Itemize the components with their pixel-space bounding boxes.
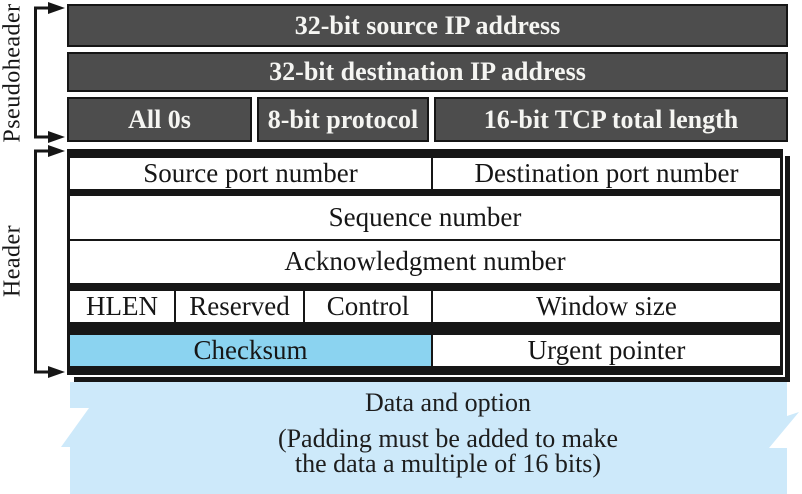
header-bracket-line xyxy=(34,149,52,374)
header-label: Header xyxy=(0,224,26,298)
flags-row: HLEN Reserved Control Window size xyxy=(70,285,780,328)
hlen-cell: HLEN xyxy=(70,290,174,322)
tcp-total-length-cell: 16-bit TCP total length xyxy=(434,97,788,142)
checksum-row: Checksum Urgent pointer xyxy=(70,329,780,372)
destination-port-cell: Destination port number xyxy=(433,157,780,189)
arrow-right-icon xyxy=(48,2,65,14)
acknowledgment-number-label: Acknowledgment number xyxy=(284,246,566,277)
destination-port-label: Destination port number xyxy=(474,157,739,188)
window-size-cell: Window size xyxy=(433,290,780,322)
hlen-label: HLEN xyxy=(86,290,158,321)
ports-row: Source port number Destination port numb… xyxy=(70,152,780,195)
window-size-label: Window size xyxy=(536,290,677,321)
tcp-total-length-label: 16-bit TCP total length xyxy=(483,104,739,134)
tcp-header-box: Source port number Destination port numb… xyxy=(67,149,783,375)
checksum-cell: Checksum xyxy=(70,335,431,367)
reserved-label: Reserved xyxy=(189,290,290,321)
sequence-number-cell: Sequence number xyxy=(70,196,780,239)
pseudoheader-label: Pseudoheader xyxy=(0,3,26,143)
control-cell: Control xyxy=(305,290,431,322)
protocol-cell: 8-bit protocol xyxy=(257,97,429,142)
arrow-right-icon xyxy=(48,145,65,157)
source-port-cell: Source port number xyxy=(70,157,431,189)
header-bracket xyxy=(34,145,65,378)
pseudoheader-bracket xyxy=(34,2,65,143)
acknowledgment-number-cell: Acknowledgment number xyxy=(70,240,780,284)
padding-note-line1: (Padding must be added to make xyxy=(277,424,619,453)
checksum-label: Checksum xyxy=(193,335,308,366)
urgent-pointer-label: Urgent pointer xyxy=(527,335,686,366)
urgent-pointer-cell: Urgent pointer xyxy=(433,335,780,367)
reserved-cell: Reserved xyxy=(176,290,303,322)
source-ip-label: 32-bit source IP address xyxy=(294,10,561,40)
protocol-label: 8-bit protocol xyxy=(267,104,419,134)
sequence-number-label: Sequence number xyxy=(328,202,522,233)
padding-note-line2: the data a multiple of 16 bits) xyxy=(294,449,602,478)
all-0s-label: All 0s xyxy=(128,104,191,134)
arrow-right-icon xyxy=(48,366,65,378)
data-and-option-label: Data and option xyxy=(364,388,532,417)
destination-ip-label: 32-bit destination IP address xyxy=(269,57,586,86)
control-label: Control xyxy=(326,290,410,321)
source-port-label: Source port number xyxy=(143,157,358,188)
source-ip-row: 32-bit source IP address xyxy=(67,4,788,47)
arrow-right-icon xyxy=(48,131,65,143)
all-0s-cell: All 0s xyxy=(67,97,252,142)
pseudoheader-bracket-line xyxy=(34,6,52,139)
destination-ip-row: 32-bit destination IP address xyxy=(67,52,788,92)
data-and-option-text: Data and option (Padding must be added t… xyxy=(94,388,802,478)
